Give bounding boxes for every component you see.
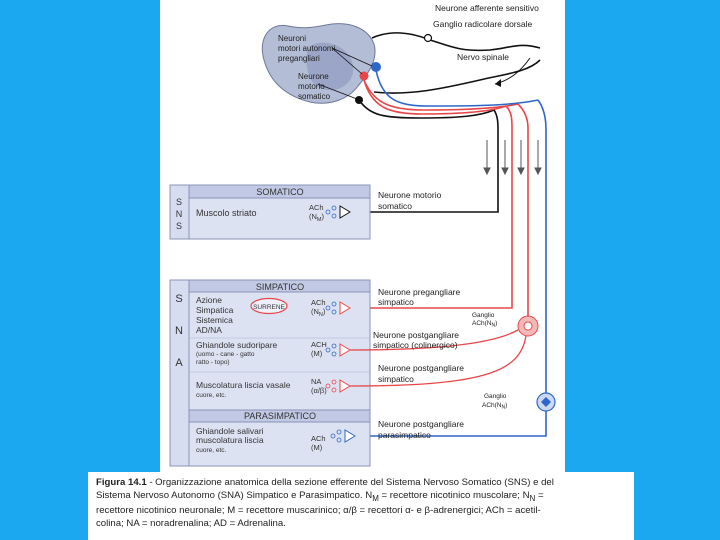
label-ganglio2-1: Ganglio bbox=[484, 393, 507, 400]
label-somatic-3: somatico bbox=[298, 92, 331, 101]
para-3: cuore, etc. bbox=[196, 447, 227, 454]
label-pregang-2: simpatico bbox=[378, 297, 414, 307]
label-autonomic-3: pregangliari bbox=[278, 54, 320, 63]
ach-somatic-label: ACh bbox=[309, 203, 324, 212]
label-somatic-2: motorio bbox=[298, 82, 325, 91]
caption-line-2: Sistema Nervoso Autonomo (SNA) Simpatico… bbox=[96, 489, 544, 503]
efferent-nervous-system-diagram: Neurone afferente sensitivo Ganglio radi… bbox=[169, 3, 556, 467]
nn-surrene: (NN) bbox=[311, 307, 326, 318]
ghiandole-3: ratto - topo) bbox=[196, 359, 230, 366]
label-ganglio1-1: Ganglio bbox=[472, 312, 495, 319]
ach-para: ACh bbox=[311, 434, 326, 443]
dorsal-ganglion bbox=[423, 33, 433, 43]
ach-sud: ACH bbox=[311, 340, 327, 349]
caption-line-4: colina; NA = noradrenalina; AD = Adrenal… bbox=[96, 517, 286, 529]
label-motor-somatic-2: somatico bbox=[378, 201, 412, 211]
nm-somatic-label: (NM) bbox=[309, 212, 325, 223]
muscolatura-2: cuore, etc. bbox=[196, 392, 227, 399]
ach-surrene: ACh bbox=[311, 298, 326, 307]
parasimpatico-header: PARASIMPATICO bbox=[244, 411, 316, 421]
simpatico-header: SIMPATICO bbox=[256, 282, 304, 292]
efferent-axon-bundle bbox=[350, 69, 547, 437]
caption-figure-number: Figura 14.1 bbox=[96, 477, 147, 488]
figure-caption: Figura 14.1 - Organizzazione anatomica d… bbox=[88, 472, 634, 540]
ab-label: (α/β) bbox=[311, 386, 327, 395]
spinal-cord-section bbox=[261, 23, 376, 104]
label-somatic-1: Neurone bbox=[298, 72, 329, 81]
surrene-label: SURRENE bbox=[253, 304, 285, 311]
autonomic-neuron-blue bbox=[371, 62, 381, 72]
para-1: Ghiandole salivari bbox=[196, 426, 264, 436]
label-ganglio1-2: ACh(NN) bbox=[472, 320, 497, 329]
m-sud: (M) bbox=[311, 349, 323, 358]
azione-1: Azione bbox=[196, 295, 222, 305]
label-spinal-nerve: Nervo spinale bbox=[457, 52, 509, 62]
parasympathetic-ganglion bbox=[536, 392, 556, 412]
na-label: NA bbox=[311, 377, 321, 386]
anatomy-figure: Neurone afferente sensitivo Ganglio radi… bbox=[160, 0, 565, 472]
label-postgang-symp-1: Neurone postgangliare bbox=[378, 363, 464, 373]
azione-3: Sistemica bbox=[196, 315, 233, 325]
label-postgang-para-2: parasimpatico bbox=[378, 430, 431, 440]
label-ganglio2-2: ACh(NN) bbox=[482, 402, 507, 411]
postgang-adrenergic-line bbox=[349, 335, 527, 387]
postgang-cholinergic-line bbox=[349, 329, 519, 351]
caption-line-1: Figura 14.1 - Organizzazione anatomica d… bbox=[96, 477, 554, 488]
surrene-ellipse bbox=[250, 297, 288, 315]
label-afferent: Neurone afferente sensitivo bbox=[435, 3, 539, 13]
muscolo-striato-label: Muscolo striato bbox=[196, 208, 257, 218]
muscolatura-1: Muscolatura liscia vasale bbox=[196, 380, 291, 390]
direction-arrows bbox=[483, 140, 542, 176]
label-motor-somatic-1: Neurone motorio bbox=[378, 190, 442, 200]
label-ganglion-dorsal: Ganglio radicolare dorsale bbox=[433, 19, 532, 29]
label-postgang-para-1: Neurone postgangliare bbox=[378, 419, 464, 429]
m-para: (M) bbox=[311, 443, 323, 452]
label-autonomic-2: motori autonomi bbox=[278, 44, 336, 53]
para-2: muscolatura liscia bbox=[196, 435, 264, 445]
caption-line-3: recettore nicotinico neuronale; M = rece… bbox=[96, 505, 541, 517]
ghiandole-1: Ghiandole sudoripare bbox=[196, 340, 278, 350]
spinal-nerve-line bbox=[373, 59, 541, 94]
ghiandole-2: (uomo - cane - gatto bbox=[196, 351, 255, 358]
label-postgang-chol-1: Neurone postgangliare bbox=[373, 330, 459, 340]
somatico-header: SOMATICO bbox=[256, 187, 303, 197]
label-postgang-chol-2: simpatico (colinergico) bbox=[373, 340, 458, 350]
azione-4: AD/NA bbox=[196, 325, 222, 335]
label-autonomic-1: Neuroni bbox=[278, 34, 306, 43]
afferent-nerve-line bbox=[371, 32, 541, 52]
azione-2: Simpatica bbox=[196, 305, 234, 315]
label-pregang-1: Neurone pregangliare bbox=[378, 287, 460, 297]
sympathetic-ganglion bbox=[517, 315, 539, 337]
label-postgang-symp-2: simpatico bbox=[378, 374, 414, 384]
